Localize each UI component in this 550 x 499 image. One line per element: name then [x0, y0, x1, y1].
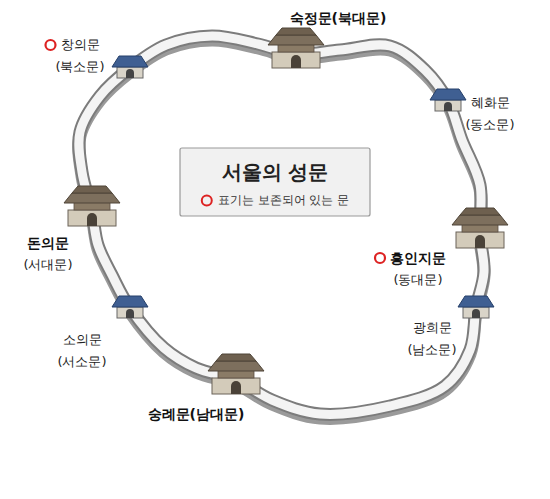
gate-alias: 광희문 — [413, 321, 452, 336]
gate-icon — [64, 186, 120, 226]
legend-row: 표기는 보존되어 있는 문 — [201, 192, 349, 209]
wall-shadow — [79, 40, 484, 418]
preserved-mark — [201, 194, 213, 206]
gate-alias: (남소문) — [407, 343, 456, 358]
legend-text: 표기는 보존되어 있는 문 — [218, 192, 349, 209]
title-panel — [180, 148, 370, 216]
gate-icon — [208, 354, 264, 394]
gate-alias: 혜화문 — [471, 96, 510, 111]
diagram-title: 서울의 성문 — [222, 159, 329, 186]
gate-icon — [458, 296, 494, 318]
legend: 표기는 보존되어 있는 문 — [201, 192, 349, 209]
gate-icon — [268, 28, 324, 68]
gate-icon — [112, 296, 148, 318]
gate-alias: (서대문) — [23, 258, 72, 273]
gate-icon — [112, 56, 148, 78]
preserved-mark — [46, 40, 56, 50]
gate-icon — [452, 208, 508, 248]
gate-alias: 창의문 — [61, 38, 100, 53]
gate-icon — [430, 89, 466, 111]
gate-alias: (북소문) — [55, 60, 104, 75]
gate-alias: 소의문 — [63, 333, 102, 348]
gate-name: 숭례문(남대문) — [148, 406, 245, 422]
gate-alias: (동소문) — [465, 118, 514, 133]
wall-top — [79, 36, 484, 414]
gate-alias: (동대문) — [393, 273, 442, 288]
wall-edge — [79, 36, 484, 414]
gate-alias: (서소문) — [57, 355, 106, 370]
gate-name: 돈의문 — [27, 235, 69, 251]
preserved-mark — [375, 253, 385, 263]
gate-name: 흥인지문 — [390, 250, 446, 266]
gate-name: 숙정문(북대문) — [290, 10, 387, 26]
